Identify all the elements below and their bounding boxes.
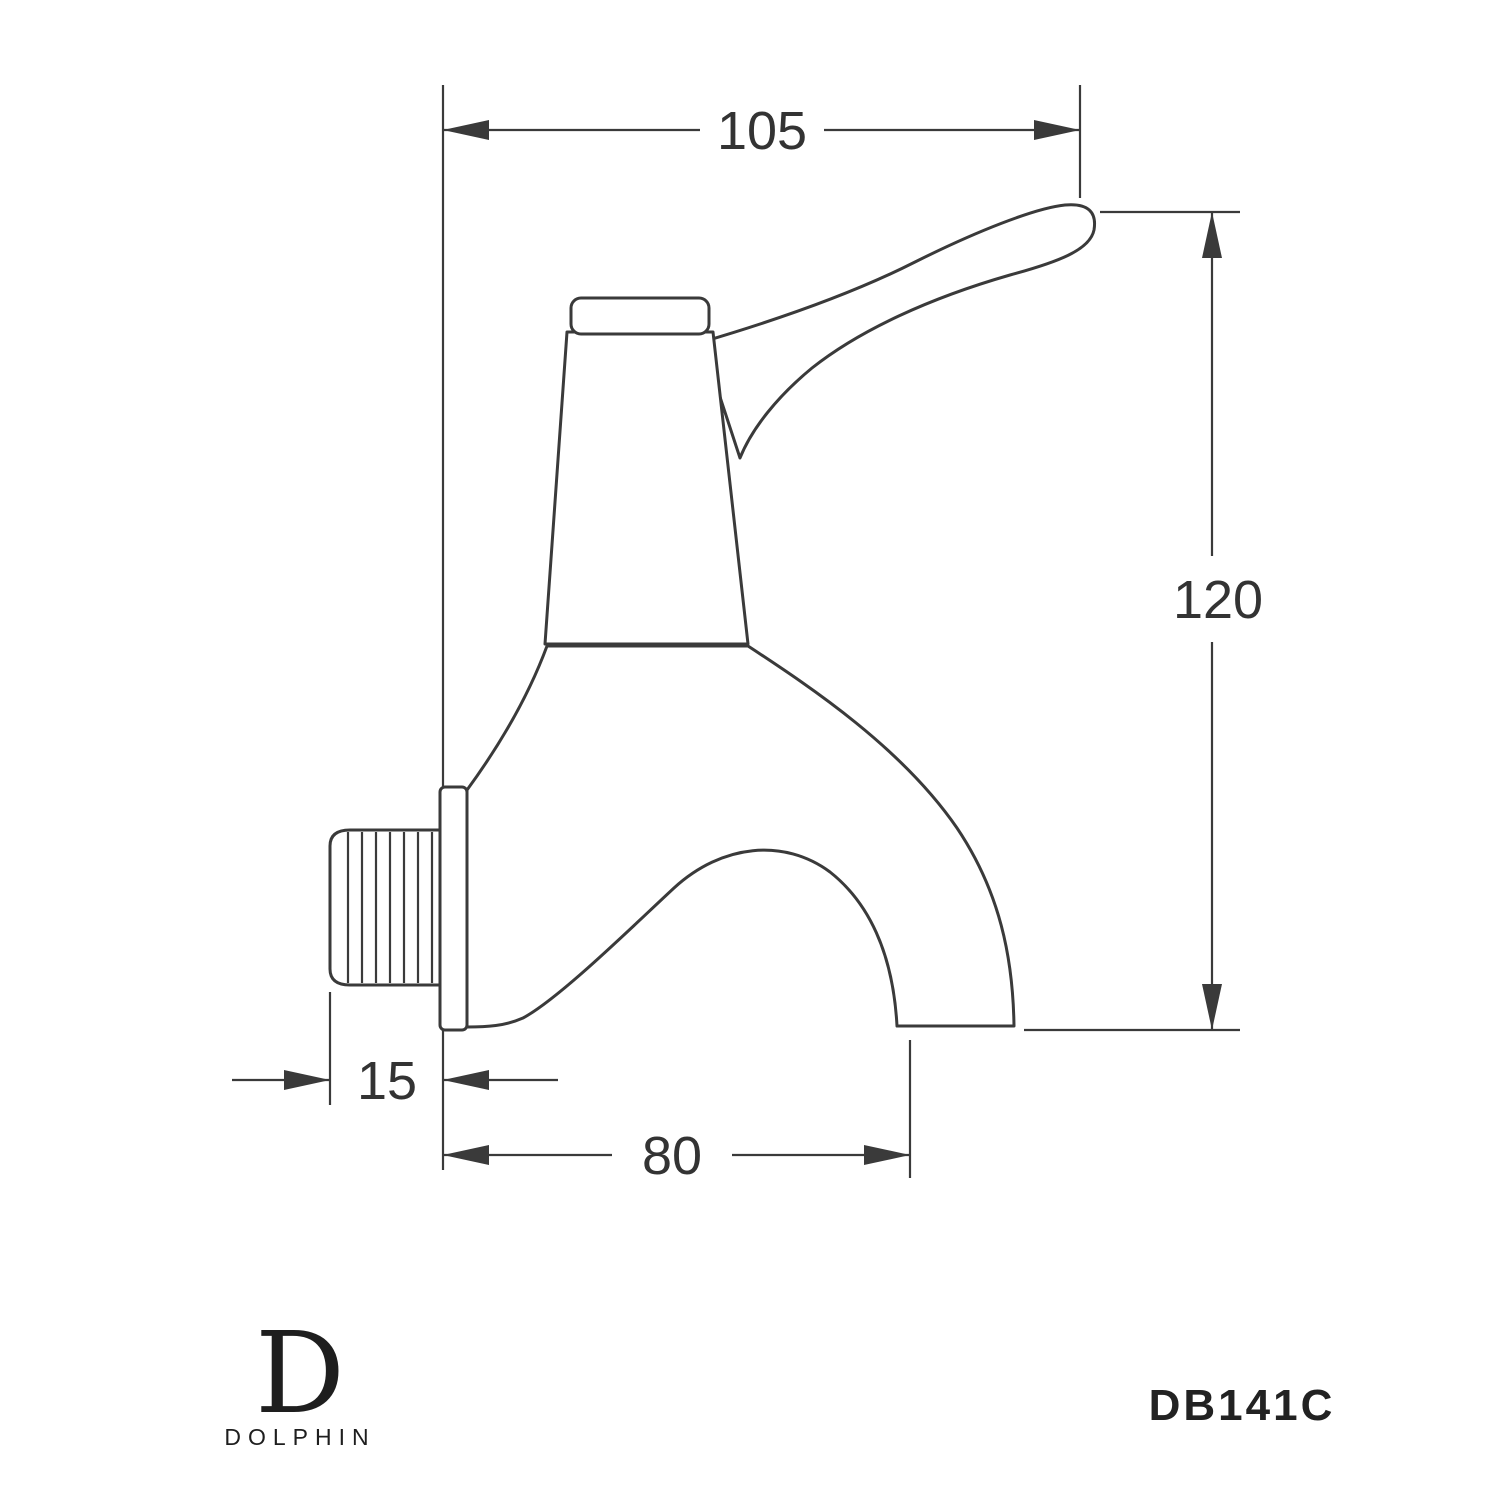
- dim-120-arrow-bottom: [1202, 984, 1222, 1030]
- dimension-spout-reach: 80: [443, 1126, 910, 1186]
- brand-monogram: D: [255, 1309, 345, 1439]
- dim-105-arrow-right: [1034, 120, 1080, 140]
- tap-body-spout: [465, 644, 1016, 1029]
- dim-15-arrow-right: [443, 1070, 489, 1090]
- threaded-inlet: [328, 828, 442, 987]
- dim-105-arrow-left: [443, 120, 489, 140]
- thread-hatching: [346, 832, 434, 983]
- brand-name: DOLPHIN: [224, 1424, 375, 1450]
- dimension-inlet: 15: [232, 1051, 558, 1111]
- lever-handle: [700, 203, 1097, 460]
- tap-drawing: [328, 203, 1097, 1032]
- product-code: DB141C: [1149, 1381, 1336, 1430]
- dim-80-label: 80: [642, 1126, 702, 1186]
- brand-logo: D DOLPHIN: [224, 1309, 375, 1450]
- dim-15-arrow-left: [284, 1070, 330, 1090]
- dim-80-arrow-left: [443, 1145, 489, 1165]
- headwork-cap: [569, 296, 711, 336]
- dim-15-label: 15: [357, 1051, 417, 1111]
- wall-flange: [438, 785, 469, 1032]
- dim-105-label: 105: [717, 101, 807, 161]
- dim-120-label: 120: [1173, 570, 1263, 630]
- dimension-right-height: 120: [1173, 212, 1263, 1030]
- dim-80-arrow-right: [864, 1145, 910, 1165]
- headwork-cone: [543, 330, 750, 646]
- dimension-top-width: 105: [443, 101, 1080, 161]
- dim-120-arrow-top: [1202, 212, 1222, 258]
